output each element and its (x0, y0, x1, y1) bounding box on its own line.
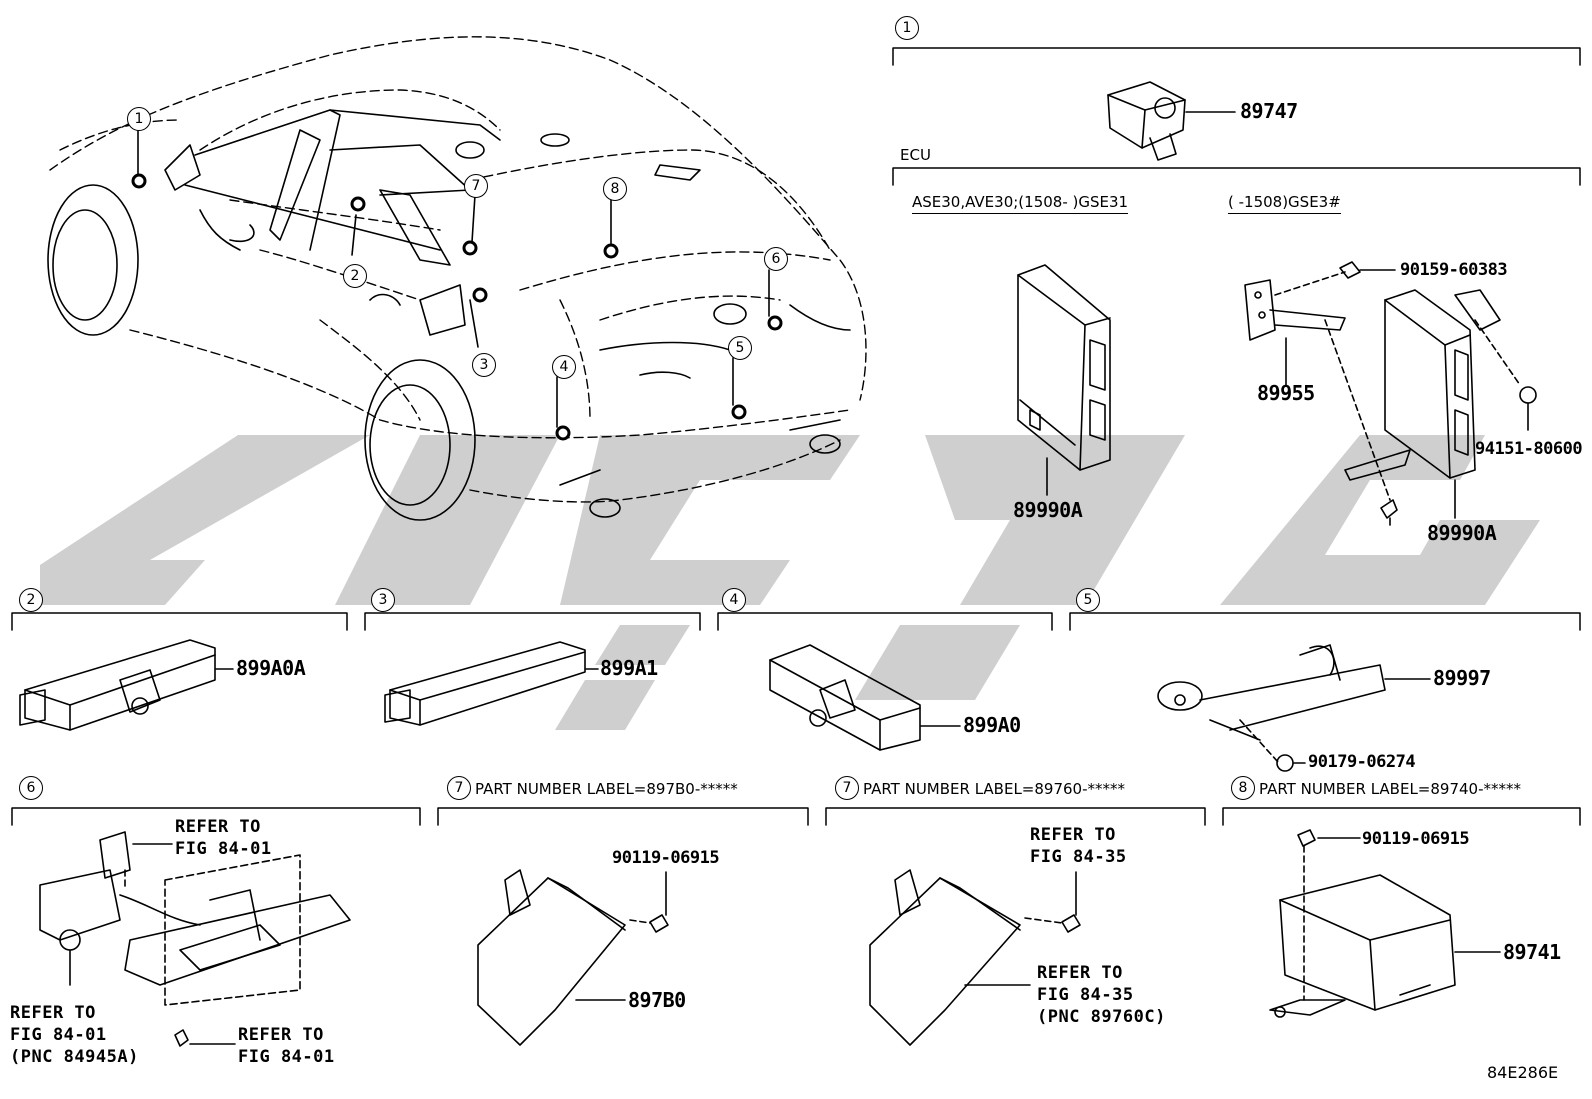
part-number-89997: 89997 (1433, 666, 1491, 690)
section-7a-title: PART NUMBER LABEL=897B0-***** (475, 780, 738, 798)
section-3-number: 3 (371, 588, 395, 612)
refer-to-7b-top-line-1: REFER TO (1030, 825, 1116, 845)
antenna-89997 (1157, 644, 1431, 772)
refer-to-bottom: REFER TO FIG 84-01 (238, 1024, 335, 1068)
variant-label-b: ( -1508)GSE3# (1228, 193, 1341, 214)
section-4-number: 4 (722, 588, 746, 612)
part-number-90119-06915-b: 90119-06915 (1362, 829, 1470, 849)
section-brackets (11, 47, 1581, 826)
section-7b-number: 7 (835, 776, 859, 800)
part-number-89955: 89955 (1257, 381, 1315, 405)
sensor-899a0 (769, 644, 961, 751)
refer-to-7b-top: REFER TO FIG 84-35 (1030, 824, 1127, 868)
part-number-89741: 89741 (1503, 940, 1561, 964)
module-89760 (869, 869, 1081, 1046)
ecu-89990a-right-assembly (1244, 261, 1537, 526)
sensor-89747 (1107, 81, 1236, 161)
diagram-code: 84E286E (1487, 1063, 1559, 1082)
part-number-94151-80600: 94151-80600 (1475, 439, 1583, 459)
callout-4: 4 (552, 355, 576, 379)
refer-to-7b-bottom: REFER TO FIG 84-35 (PNC 89760C) (1037, 962, 1166, 1028)
locator-dots (131, 173, 783, 441)
callout-3: 3 (472, 353, 496, 377)
part-number-897b0: 897B0 (628, 988, 686, 1012)
callout-1: 1 (127, 107, 151, 131)
refer-to-top-line-2: FIG 84-01 (175, 839, 272, 859)
sensor-899a1 (384, 641, 599, 726)
module-897b0 (477, 869, 669, 1046)
part-number-90179-06274: 90179-06274 (1308, 752, 1416, 772)
sensor-899a0a (19, 639, 234, 731)
part-number-90119-06915-a: 90119-06915 (612, 848, 720, 868)
refer-to-7b-bottom-line-3: (PNC 89760C) (1037, 1007, 1166, 1027)
refer-to-7b-bottom-line-1: REFER TO (1037, 963, 1123, 983)
refer-to-top: REFER TO FIG 84-01 (175, 816, 272, 860)
ecu-title: ECU (900, 146, 931, 164)
section-1-number: 1 (895, 16, 919, 40)
part-number-899a0: 899A0 (963, 713, 1021, 737)
variant-label-a: ASE30,AVE30;(1508- )GSE31 (912, 193, 1129, 214)
callout-6: 6 (764, 247, 788, 271)
section-8-number: 8 (1231, 776, 1255, 800)
part-number-90159-60383: 90159-60383 (1400, 260, 1508, 280)
callout-5: 5 (728, 336, 752, 360)
part-number-89990a-a: 89990A (1013, 498, 1083, 522)
section-6-number: 6 (19, 776, 43, 800)
refer-to-7b-top-line-2: FIG 84-35 (1030, 847, 1127, 867)
callout-7: 7 (464, 174, 488, 198)
part-number-89747: 89747 (1240, 99, 1298, 123)
section-7b-title: PART NUMBER LABEL=89760-***** (863, 780, 1125, 798)
refer-to-7b-bottom-line-2: FIG 84-35 (1037, 985, 1134, 1005)
refer-to-left: REFER TO FIG 84-01 (PNC 84945A) (10, 1002, 139, 1068)
refer-to-left-line-1: REFER TO (10, 1003, 96, 1023)
section-5-number: 5 (1076, 588, 1100, 612)
vehicle-overview (47, 36, 867, 521)
refer-to-bottom-line-2: FIG 84-01 (238, 1047, 335, 1067)
refer-to-left-line-3: (PNC 84945A) (10, 1047, 139, 1067)
section-7a-number: 7 (447, 776, 471, 800)
section-2-number: 2 (19, 588, 43, 612)
refer-to-left-line-2: FIG 84-01 (10, 1025, 107, 1045)
refer-to-top-line-1: REFER TO (175, 817, 261, 837)
section-8-title: PART NUMBER LABEL=89740-***** (1259, 780, 1521, 798)
part-number-899a1: 899A1 (600, 656, 658, 680)
part-number-899a0a: 899A0A (236, 656, 306, 680)
bracket-assembly-6 (39, 831, 351, 1047)
callout-8: 8 (603, 177, 627, 201)
part-number-89990a-b: 89990A (1427, 521, 1497, 545)
ecu-89990a-left (1017, 264, 1111, 496)
refer-to-bottom-line-1: REFER TO (238, 1025, 324, 1045)
module-89741 (1269, 829, 1501, 1018)
callout-2: 2 (343, 264, 367, 288)
